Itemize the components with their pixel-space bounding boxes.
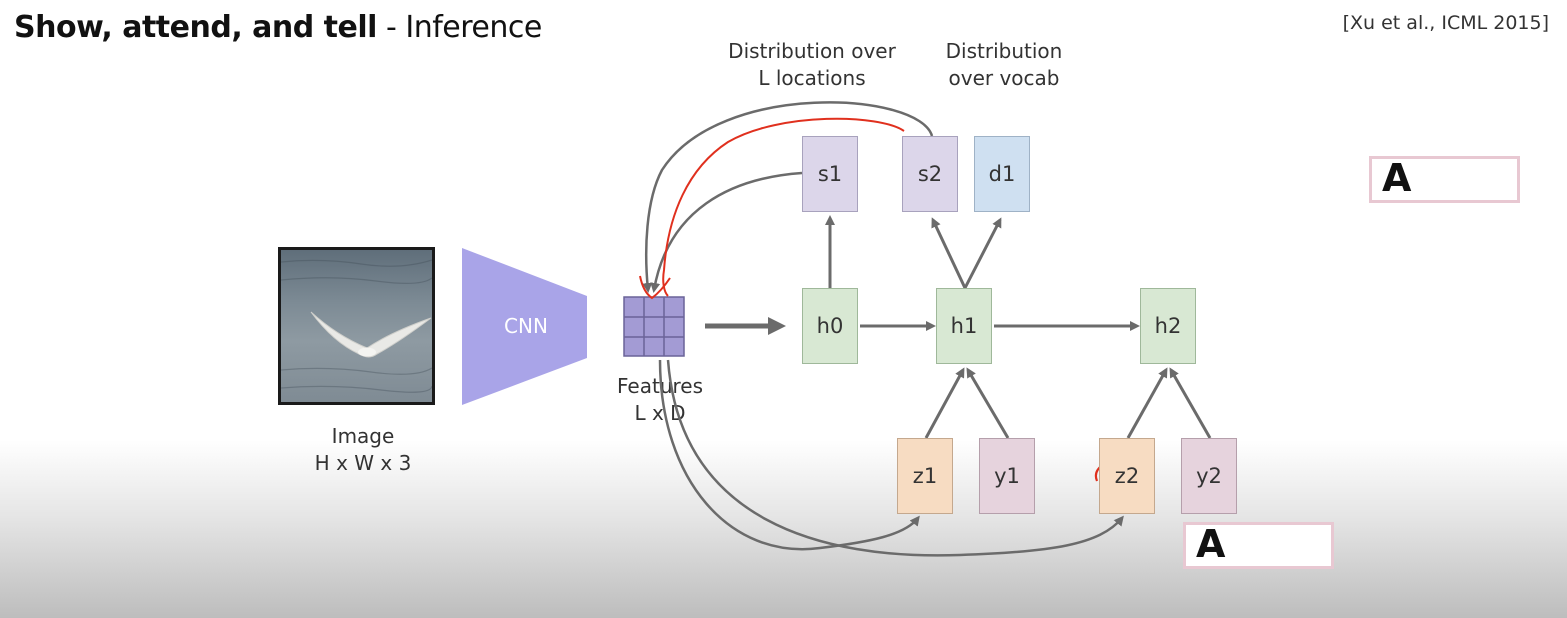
label-image: Image H x W x 3 xyxy=(288,423,438,477)
label-image-line2: H x W x 3 xyxy=(314,451,412,475)
annotation-attention-stroke xyxy=(662,117,905,297)
label-distribution-vocab: Distribution over vocab xyxy=(930,38,1078,92)
arrow-features-to-z2 xyxy=(666,359,1124,557)
slide-title-separator: - xyxy=(376,10,406,45)
feature-grid xyxy=(623,296,685,357)
label-image-line1: Image xyxy=(331,424,395,448)
node-h0: h0 xyxy=(802,288,858,364)
node-z1: z1 xyxy=(897,438,953,514)
node-y2: y2 xyxy=(1181,438,1237,514)
slide-title-sub: Inference xyxy=(405,10,542,45)
node-s2: s2 xyxy=(902,136,958,212)
answer-box-top: A xyxy=(1369,156,1520,203)
node-h2: h2 xyxy=(1140,288,1196,364)
arrow-z1-to-h1 xyxy=(924,367,965,439)
node-z2: z2 xyxy=(1099,438,1155,514)
arrow-s2-to-features xyxy=(642,101,934,293)
arrow-h1-to-d1 xyxy=(963,217,1002,289)
citation: [Xu et al., ICML 2015] xyxy=(1342,12,1549,34)
arrow-y2-to-h2 xyxy=(1169,367,1212,439)
slide-title-main: Show, attend, and tell xyxy=(14,10,377,45)
annotation-arrow-tip xyxy=(639,275,671,300)
label-distribution-locations: Distribution over L locations xyxy=(716,38,908,92)
label-distribution-locations-line1: Distribution over xyxy=(728,39,896,63)
node-y1: y1 xyxy=(979,438,1035,514)
label-distribution-vocab-line2: over vocab xyxy=(948,66,1060,90)
answer-box-bottom: A xyxy=(1183,522,1334,569)
cnn-block xyxy=(462,248,587,405)
node-d1: d1 xyxy=(974,136,1030,212)
cnn-label: CNN xyxy=(504,314,548,338)
arrow-z2-to-h2 xyxy=(1126,367,1168,439)
arrow-features-to-z1 xyxy=(658,359,920,551)
arrow-s1-to-features xyxy=(650,171,803,293)
slide-title: Show, attend, and tell - Inference xyxy=(14,10,542,45)
label-distribution-locations-line2: L locations xyxy=(758,66,866,90)
seagull-image xyxy=(281,259,432,393)
arrow-y1-to-h1 xyxy=(966,367,1010,439)
label-distribution-vocab-line1: Distribution xyxy=(945,39,1063,63)
input-image xyxy=(278,247,435,405)
node-h1: h1 xyxy=(936,288,992,364)
node-s1: s1 xyxy=(802,136,858,212)
arrow-h1-to-s2 xyxy=(931,217,967,289)
